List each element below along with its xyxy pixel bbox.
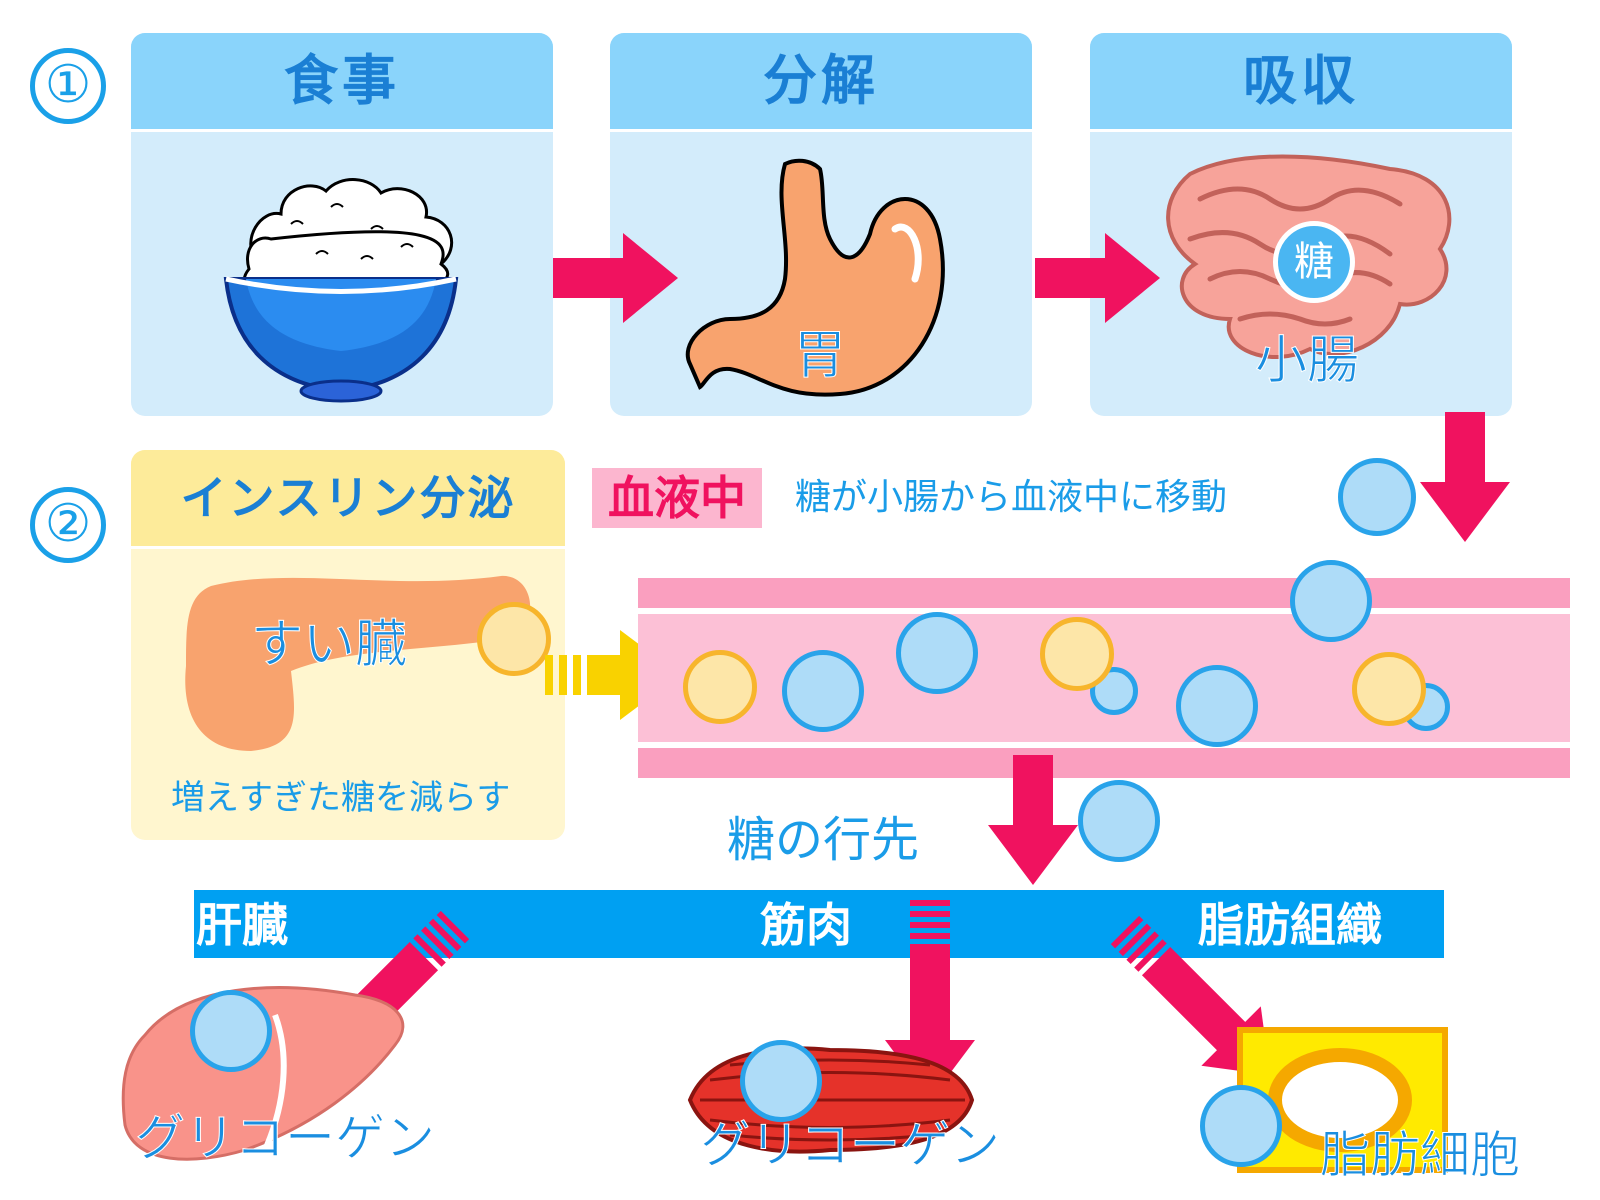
sugar-circle <box>1338 458 1416 536</box>
liver-result-label: グリコーゲン <box>135 1109 436 1168</box>
muscle-label: 筋肉 <box>760 898 852 952</box>
arrow-to-muscle <box>885 900 975 1100</box>
sugar-circle: 糖 <box>1273 221 1355 303</box>
sugar-circle <box>1176 665 1258 747</box>
sugar-circle <box>740 1040 822 1122</box>
stomach-icon <box>685 158 945 397</box>
reduce-text: 増えすぎた糖を減らす <box>171 778 511 818</box>
destination-bar <box>194 890 1444 958</box>
liver-label: 肝臓 <box>196 898 288 952</box>
insulin-circle <box>477 602 551 676</box>
sugar-circle <box>190 990 272 1072</box>
stomach-label: 胃 <box>793 326 847 387</box>
pancreas-icon <box>185 575 531 751</box>
muscle-result-label: グリコーゲン <box>700 1116 1001 1175</box>
step-2-marker: ② <box>30 487 106 563</box>
vessel-wall-top <box>638 578 1570 614</box>
step-1-marker: ① <box>30 48 106 124</box>
arrow-absorb-down <box>1420 412 1510 542</box>
meal-panel: 食事 <box>131 33 553 416</box>
fat-cell-result-label: 脂肪細胞 <box>1320 1126 1521 1185</box>
sugar-label: 糖 <box>1294 239 1334 285</box>
destination-label: 糖の行先 <box>727 812 920 868</box>
meal-heading: 食事 <box>131 33 553 132</box>
sugar-circle <box>1200 1085 1282 1167</box>
sugar-circle <box>1078 780 1160 862</box>
insulin-heading: インスリン分泌 <box>131 450 565 549</box>
sugar-circle <box>896 612 978 694</box>
arrow-vessel-down <box>988 755 1078 885</box>
fat-tissue-label: 脂肪組織 <box>1198 898 1382 952</box>
small-intestine-label: 小腸 <box>1254 331 1360 392</box>
absorb-heading: 吸収 <box>1090 33 1512 132</box>
insulin-circle <box>683 650 757 724</box>
pancreas-label: すい臓 <box>250 615 408 676</box>
digest-heading: 分解 <box>610 33 1032 132</box>
sugar-moves-text: 糖が小腸から血液中に移動 <box>795 477 1228 518</box>
absorb-panel: 吸収 糖 小腸 <box>1090 33 1512 416</box>
rice-bowl-icon <box>223 178 459 403</box>
blood-label: 血液中 <box>592 468 762 528</box>
insulin-panel: インスリン分泌 すい臓 増えすぎた糖を減らす <box>131 450 565 840</box>
insulin-circle <box>1040 617 1114 691</box>
arrow-meal-to-digest <box>553 233 678 323</box>
sugar-circle <box>1290 560 1372 642</box>
vessel-wall-bottom <box>638 742 1570 778</box>
sugar-circle <box>782 650 864 732</box>
insulin-circle <box>1352 652 1426 726</box>
digest-panel: 分解 胃 <box>610 33 1032 416</box>
arrow-digest-to-absorb <box>1035 233 1160 323</box>
fat-cell-icon <box>1237 1027 1448 1173</box>
